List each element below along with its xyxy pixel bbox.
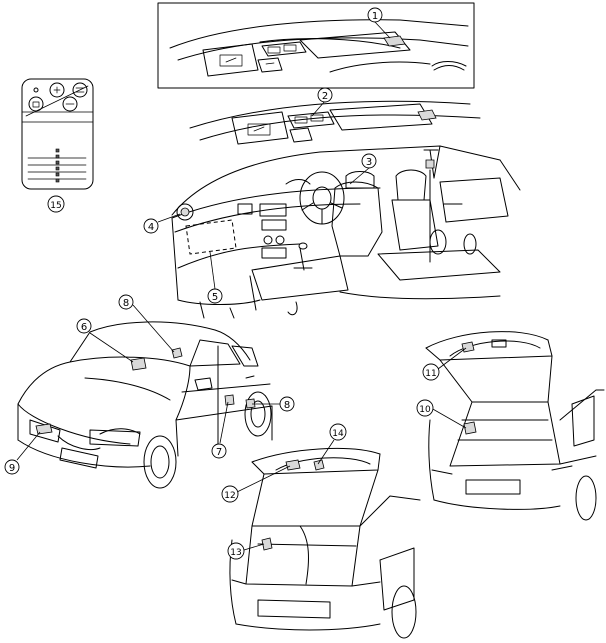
svg-text:12: 12 (224, 491, 235, 501)
svg-text:5: 5 (212, 292, 218, 303)
svg-text:3: 3 (366, 157, 372, 168)
svg-text:2: 2 (322, 91, 328, 102)
svg-text:8: 8 (284, 400, 290, 411)
car-rear-open-hatch-bottom (229, 448, 421, 639)
callout-numbers: 1 2 3 4 5 6 7 8 (4, 7, 440, 560)
callout-8-door: 8 (279, 396, 295, 412)
svg-text:14: 14 (332, 429, 344, 439)
car-rear-open-hatch-right (425, 331, 605, 521)
callout-15: 15 (47, 195, 65, 213)
cabin-interior (171, 100, 521, 319)
svg-text:9: 9 (9, 463, 15, 474)
svg-text:8: 8 (123, 298, 129, 309)
callout-7: 7 (211, 443, 227, 459)
callout-2: 2 (317, 87, 333, 103)
car-front-view (17, 321, 273, 489)
smart-key-card (21, 78, 94, 190)
callout-5: 5 (207, 288, 223, 304)
svg-text:1: 1 (372, 11, 378, 22)
callout-11: 11 (422, 363, 440, 381)
callout-12: 12 (221, 485, 239, 503)
callout-9: 9 (4, 459, 20, 475)
svg-text:15: 15 (50, 201, 61, 211)
leader-lines (16, 21, 467, 551)
svg-text:4: 4 (148, 222, 154, 233)
callout-3: 3 (361, 153, 377, 169)
svg-text:11: 11 (425, 369, 436, 379)
callout-1: 1 (367, 7, 383, 23)
callout-6: 6 (76, 318, 92, 334)
svg-text:13: 13 (230, 548, 241, 558)
callout-13: 13 (227, 542, 245, 560)
svg-text:6: 6 (81, 322, 87, 333)
callout-14: 14 (329, 423, 347, 441)
svg-text:7: 7 (216, 447, 222, 458)
callout-8-roof: 8 (118, 294, 134, 310)
overhead-inset (157, 2, 475, 89)
callout-4: 4 (143, 218, 159, 234)
svg-text:10: 10 (419, 405, 431, 415)
callout-10: 10 (416, 399, 434, 417)
